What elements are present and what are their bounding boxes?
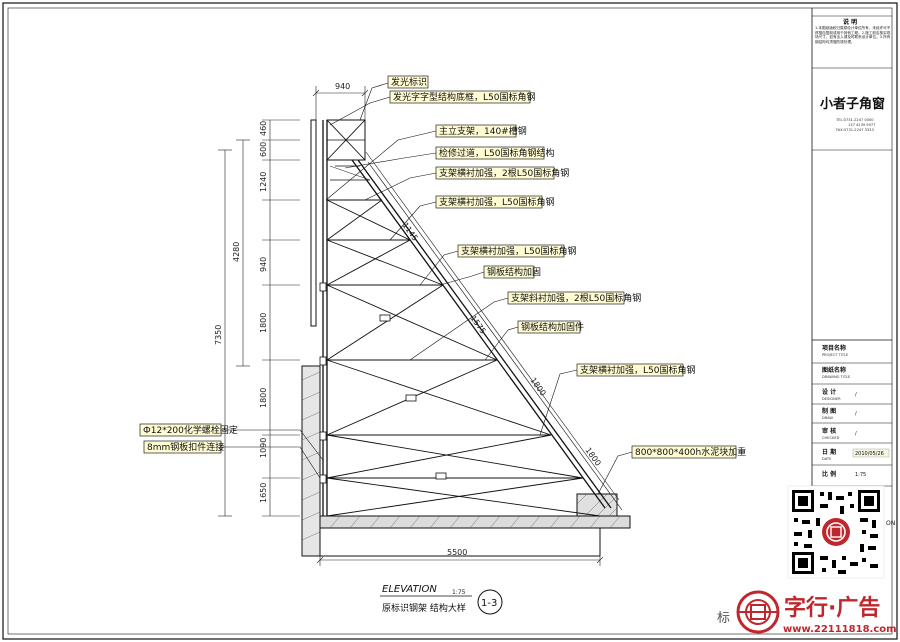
label-box-3 (435, 124, 517, 138)
label-box-13 (139, 423, 222, 437)
label-brace-3: 支架横衬加强，L50国标角钢 (461, 245, 576, 257)
watermark: 字行·广告 www.22111818.com (736, 590, 897, 635)
company-logo: 小者子角窗 (820, 96, 885, 112)
dim-v8: 1650 (259, 483, 268, 503)
draw-value: / (855, 411, 857, 417)
dim-v4: 940 (259, 257, 268, 272)
label-box-9 (507, 291, 625, 305)
label-chemical-bolt: Ф12*200化学螺栓固定 (143, 424, 238, 436)
label-sign-frame: 发光字字型结构底框，L50国标角钢 (393, 91, 535, 103)
concrete-wall (301, 365, 321, 557)
label-plate-reinforce: 钢板结构加固 (487, 266, 541, 278)
label-brace-1: 支架横衬加强，2根L50国标角钢 (439, 167, 569, 179)
dim-v2: 600 (259, 142, 268, 157)
draw-label-en: DRAW (822, 416, 833, 420)
notes-text-wrap: 1.本图纸版权归属原设计单位所有，未经许可不得擅自复制或用于其他工程。2.施工前… (815, 26, 891, 44)
check-label-en: CHECKED (822, 436, 840, 440)
watermark-brand: 字行·广告 (784, 595, 880, 621)
qr-logo (822, 518, 850, 546)
company-tel: TEL:0731-2247 0000 (835, 118, 874, 122)
label-brace-4: 支架横衬加强，L50国标角钢 (580, 364, 695, 376)
notes-title: 说 明 (843, 18, 857, 26)
caption-elevation: ELEVATION (382, 584, 437, 595)
drawing-label-en: DRAWING TITLE (822, 375, 851, 379)
label-box-8 (483, 265, 535, 279)
scale-value: 1:75 (855, 472, 866, 478)
label-box-7 (457, 244, 565, 258)
date-label: 日 期 (822, 448, 836, 456)
notes-text: 1.本图纸版权归属原设计单位所有，未经许可不得擅自复制或用于其他工程。2.施工前… (815, 26, 891, 44)
label-steel-plate: 8mm钢板扣件连接 (147, 441, 224, 453)
dim-top-width: 940 (335, 82, 350, 91)
label-plate-fitting: 钢板结构加固件 (521, 321, 584, 333)
title-block: 说 明 1.本图纸版权归属原设计单位所有，未经许可不得擅自复制或用于其他工程。2… (811, 8, 895, 527)
dim-v3: 1240 (259, 172, 268, 192)
label-walkway: 检修过道，L50国标角钢结构 (439, 147, 554, 159)
dim-diag4: 1800 (583, 446, 602, 468)
check-value: / (855, 431, 857, 437)
drawing-caption: ELEVATION 1:75 原标识钢架 结构大样 1-3 标 (380, 584, 730, 626)
dim-v7: 1090 (259, 438, 268, 458)
dim-bottom-width: 5500 (447, 548, 467, 557)
caption-bottom-char: 标 (717, 611, 730, 626)
company-tel2: 137 4239 9977 (848, 123, 875, 127)
date-label-en: DATE (822, 457, 832, 461)
dim-v1: 460 (259, 121, 268, 136)
project-label-en: PROJECT TITLE (822, 353, 849, 357)
caption-subtitle: 原标识钢架 结构大样 (382, 602, 466, 614)
label-box-6 (435, 195, 543, 209)
label-box-12 (631, 445, 737, 459)
dim-v5: 1800 (259, 313, 268, 333)
label-box-10 (517, 320, 581, 334)
date-value: 2010/05/26 (855, 451, 884, 457)
label-diagonal-brace: 支架斜衬加强，2根L50国标角钢 (511, 292, 641, 304)
designer-value: / (855, 392, 857, 398)
drawing-label: 图纸名称 (822, 366, 846, 374)
label-brace-2: 支架横衬加强，L50国标角钢 (439, 196, 554, 208)
watermark-url: www.22111818.com (783, 624, 897, 635)
company-fax: FAX:0731-2247 3333 (836, 128, 874, 132)
draw-label: 制 图 (822, 407, 836, 415)
label-concrete-weight: 800*800*400h水泥块加重 (635, 446, 746, 458)
label-box-1 (387, 75, 429, 89)
sheet-inner-border (7, 7, 893, 635)
label-box-5 (435, 166, 555, 180)
scale-label: 比 例 (822, 470, 836, 478)
designer-label-en: DESIGNER (822, 397, 841, 401)
leader-lines (221, 82, 633, 495)
label-box-4 (435, 146, 545, 160)
label-main-post: 主立支架，140#槽钢 (439, 125, 527, 137)
label-box-11 (576, 363, 684, 377)
label-box-14 (143, 440, 222, 454)
dim-outer-total2: 7350 (214, 325, 223, 345)
dim-outer-total: 4280 (232, 242, 241, 262)
check-label: 审 核 (822, 427, 836, 435)
dim-diag3: 1800 (528, 376, 547, 398)
qr-code (787, 485, 885, 579)
dimension-lines (218, 86, 620, 566)
designer-label: 设 计 (822, 388, 836, 396)
steel-frame (301, 119, 631, 557)
side-text: ON (886, 520, 895, 527)
caption-scale: 1:75 (452, 589, 466, 596)
project-label: 项目名称 (822, 344, 846, 352)
callout-labels: 发光标识 发光字字型结构底框，L50国标角钢 主立支架，140#槽钢 检修过道，… (139, 75, 746, 459)
caption-number: 1-3 (481, 598, 497, 609)
dim-diag1: 1145 (400, 221, 419, 243)
dim-v6: 1800 (259, 388, 268, 408)
label-sign: 发光标识 (391, 76, 427, 88)
label-box-2 (389, 90, 531, 104)
sign-panel (310, 119, 317, 327)
caption-number-circle (477, 589, 503, 615)
